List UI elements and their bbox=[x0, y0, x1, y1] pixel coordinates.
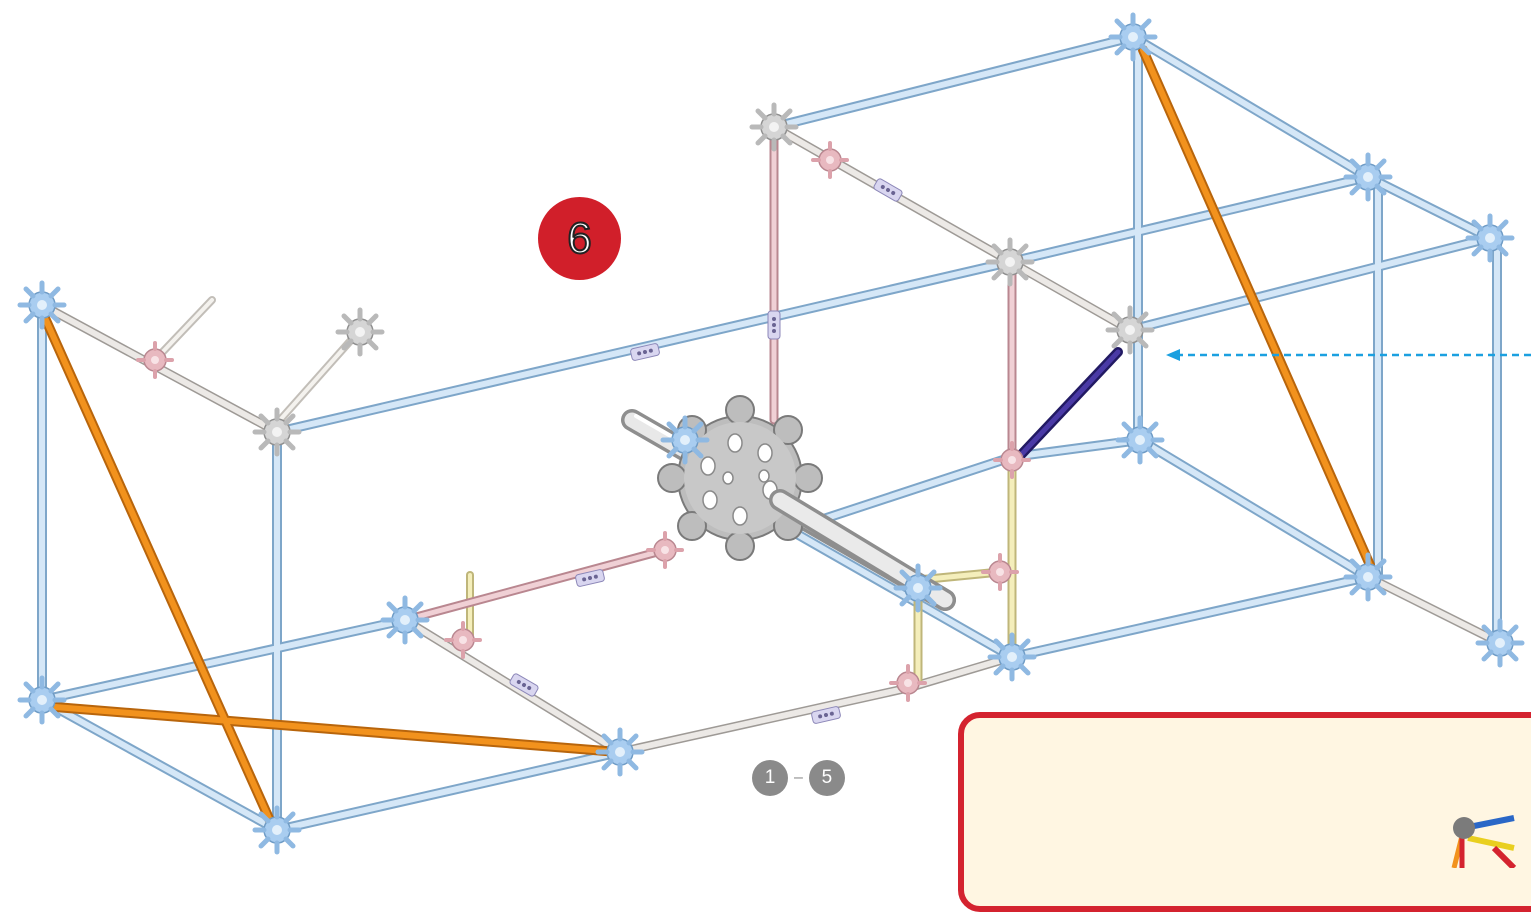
rods-orange bbox=[40, 45, 1375, 830]
range-start: 1 bbox=[752, 760, 788, 796]
inset-detail-illustration bbox=[1451, 815, 1517, 868]
subassembly-range: 1 – 5 bbox=[752, 760, 845, 796]
range-end: 5 bbox=[808, 760, 845, 796]
step-number-badge: 6 bbox=[538, 197, 621, 280]
detail-inset-panel bbox=[958, 712, 1531, 912]
range-separator: – bbox=[794, 769, 803, 786]
rod-purple bbox=[1013, 347, 1123, 463]
dashed-arrow-icon bbox=[1166, 349, 1531, 361]
assembly-illustration bbox=[0, 0, 1531, 867]
step-number: 6 bbox=[566, 213, 593, 263]
